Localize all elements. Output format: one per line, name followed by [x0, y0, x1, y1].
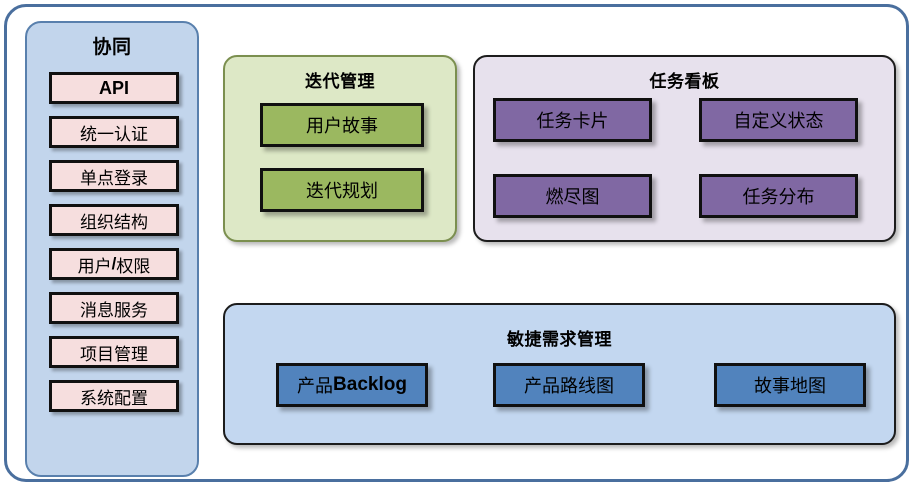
sidebar-item-label: 项目管理 [80, 344, 148, 364]
taskboard-box-label: 任务卡片 [536, 111, 609, 131]
taskboard-box-label: 自定义状态 [733, 111, 824, 131]
sidebar-item-label: API [98, 77, 129, 98]
taskboard-box-burndown-chart[interactable]: 燃尽图 [493, 174, 652, 218]
sidebar-item-label-pre: 用户 [77, 256, 112, 276]
task-board-title: 任务看板 [649, 72, 720, 91]
collaboration-panel-title: 协同 [92, 37, 132, 58]
sidebar-item-label: 系统配置 [80, 388, 148, 408]
agile-box-label-post: Backlog [333, 374, 407, 395]
iteration-box-label: 迭代规划 [306, 181, 378, 201]
sidebar-item-label: 统一认证 [80, 124, 148, 144]
sidebar-item-message-service[interactable]: 消息服务 [49, 292, 179, 324]
taskboard-box-task-distribution[interactable]: 任务分布 [699, 174, 858, 218]
iteration-management-panel: 迭代管理 用户故事 迭代规划 [223, 55, 457, 242]
agile-box-story-map[interactable]: 故事地图 [714, 363, 866, 407]
sidebar-item-label: 消息服务 [80, 300, 148, 320]
sidebar-item-user-permission[interactable]: 用户/权限 [49, 248, 179, 280]
sidebar-item-org-structure[interactable]: 组织结构 [49, 204, 179, 236]
sidebar-item-label-separator: / [111, 254, 117, 273]
sidebar-item-single-sign-on[interactable]: 单点登录 [49, 160, 179, 192]
iteration-box-label: 用户故事 [306, 116, 378, 136]
taskboard-box-label: 任务分布 [742, 187, 815, 207]
taskboard-box-task-card[interactable]: 任务卡片 [493, 98, 652, 142]
sidebar-item-system-config[interactable]: 系统配置 [49, 380, 179, 412]
sidebar-item-label: 组织结构 [80, 212, 148, 232]
agile-box-product-roadmap[interactable]: 产品路线图 [493, 363, 645, 407]
sidebar-item-project-management[interactable]: 项目管理 [49, 336, 179, 368]
collaboration-panel: 协同 API 统一认证 单点登录 组织结构 用户/权限 消息服务 项目管理 系统… [25, 21, 199, 477]
sidebar-item-label-post: 权限 [116, 256, 151, 276]
taskboard-box-custom-status[interactable]: 自定义状态 [699, 98, 858, 142]
sidebar-item-api[interactable]: API [49, 72, 179, 104]
agile-box-label: 产品路线图 [524, 376, 614, 396]
sidebar-item-label: 单点登录 [80, 168, 148, 188]
taskboard-box-label: 燃尽图 [545, 187, 600, 207]
agile-requirements-title: 敏捷需求管理 [507, 330, 612, 349]
iteration-box-iteration-planning[interactable]: 迭代规划 [260, 168, 424, 212]
task-board-panel: 任务看板 任务卡片 自定义状态 燃尽图 任务分布 [473, 55, 896, 242]
iteration-box-user-story[interactable]: 用户故事 [260, 103, 424, 147]
agile-box-label: 故事地图 [754, 376, 826, 396]
agile-box-label-pre: 产品 [297, 376, 334, 396]
diagram-outer-frame: 协同 API 统一认证 单点登录 组织结构 用户/权限 消息服务 项目管理 系统… [4, 4, 909, 482]
sidebar-item-unified-auth[interactable]: 统一认证 [49, 116, 179, 148]
iteration-management-title: 迭代管理 [305, 72, 375, 91]
